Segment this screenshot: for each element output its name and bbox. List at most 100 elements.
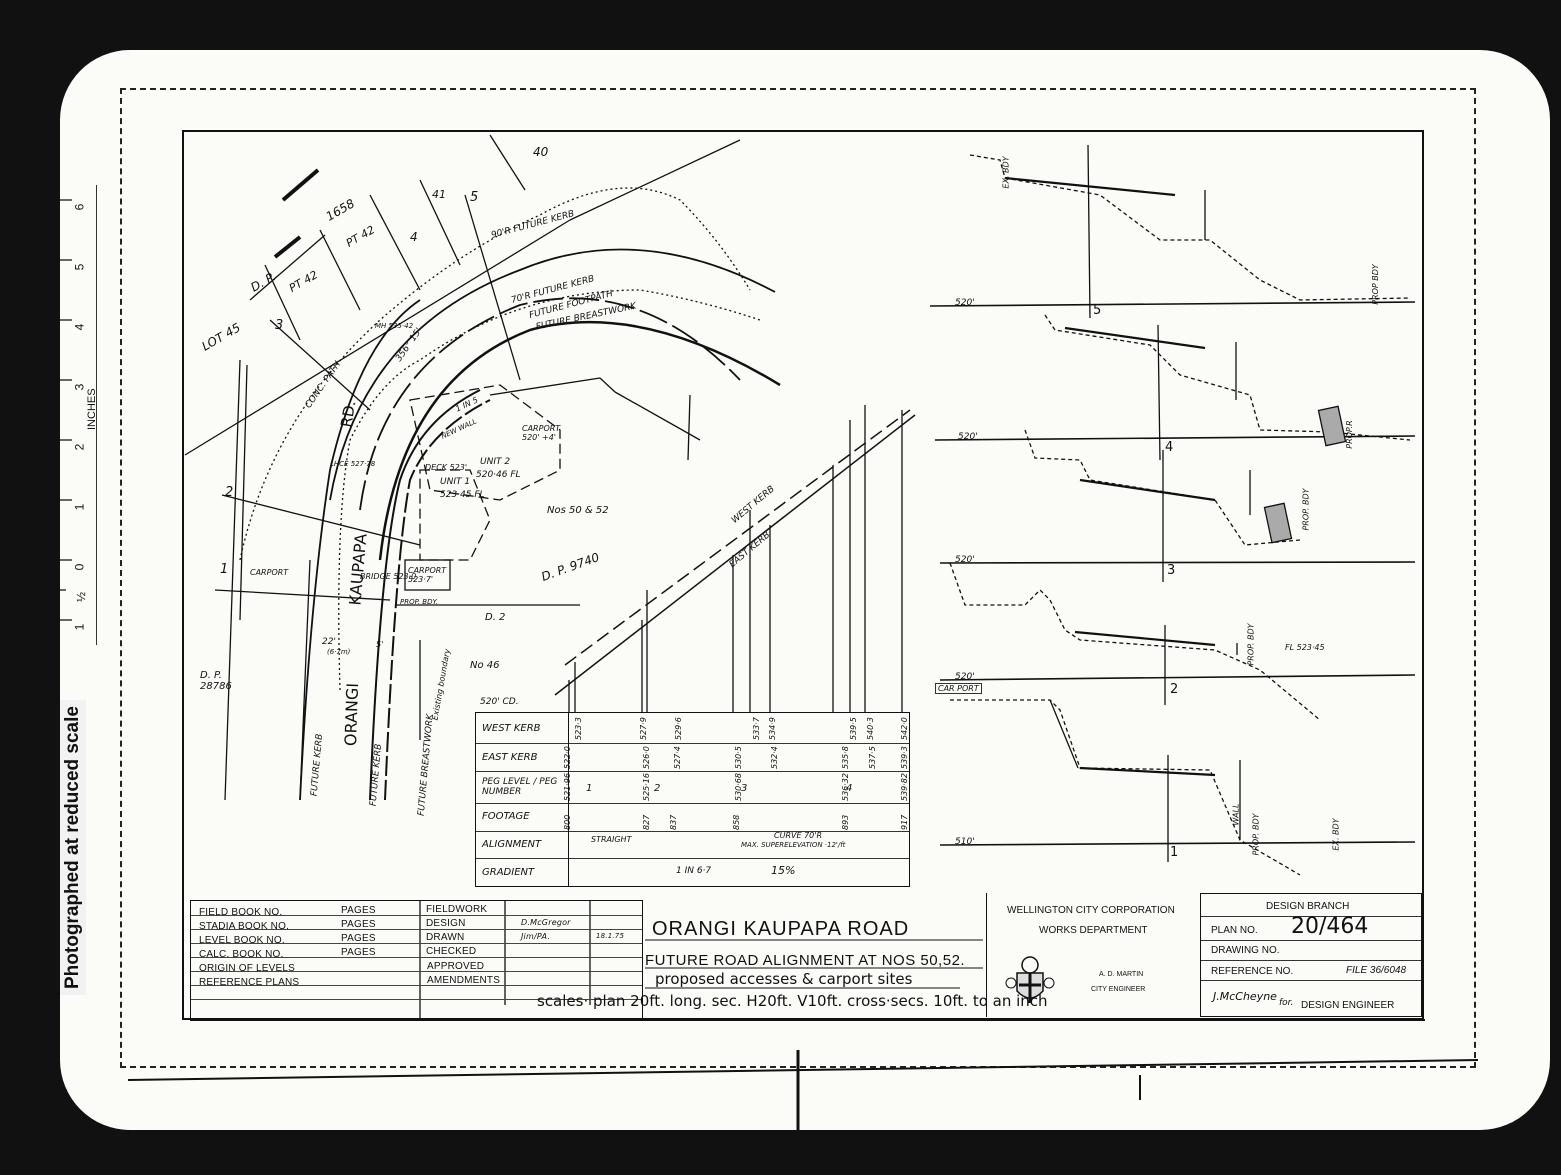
unit-level: 520·46 FL — [476, 470, 521, 480]
long-section-datum: 520' CD. — [480, 697, 519, 707]
east-kerb-value: 539·3 — [900, 746, 909, 769]
long-section-table: WEST KERB EAST KERB PEG LEVEL / PEG NUMB… — [475, 712, 910, 887]
alignment-value: STRAIGHT — [591, 835, 632, 844]
datum-label: 520' — [955, 555, 975, 565]
record-role: DRAWN — [426, 932, 465, 943]
gradient-value: 15% — [771, 864, 796, 877]
record-label: ORIGIN OF LEVELS — [199, 963, 296, 974]
peg-label: 1 — [220, 562, 229, 577]
footage-value: 917 — [900, 814, 909, 830]
west-kerb-value: 527·9 — [639, 717, 648, 740]
record-pages: PAGES — [341, 947, 376, 958]
west-kerb-value: 542·0 — [900, 717, 909, 740]
reference-no-label: REFERENCE NO. — [1211, 966, 1294, 977]
drawing-subtitle: FUTURE ROAD ALIGNMENT AT NOS 50,52. — [645, 952, 966, 969]
record-role: DESIGN — [426, 918, 466, 929]
boundary-label: PROP BDY — [1370, 264, 1380, 305]
dimension-label: (6·7m) — [327, 648, 351, 656]
footage-value: 893 — [841, 814, 850, 830]
unit-label: UNIT 1 — [440, 477, 471, 487]
west-kerb-value: 540·3 — [866, 717, 875, 740]
boundary-label: PROP. BDY — [1246, 623, 1256, 666]
peg-label: 2 — [225, 485, 234, 500]
east-kerb-value: 526·0 — [642, 746, 651, 769]
record-role: CHECKED — [426, 946, 477, 957]
lot-label: 41 — [432, 188, 446, 201]
lot-label: No 46 — [470, 660, 500, 671]
record-role: APPROVED — [427, 961, 485, 972]
reference-no: FILE 36/6048 — [1346, 965, 1407, 976]
record-pages: PAGES — [341, 933, 376, 944]
footage-value: 827 — [642, 814, 651, 830]
peg-level-value: 539·82 — [900, 773, 909, 801]
engineer-title: CITY ENGINEER — [1091, 986, 1146, 993]
unit-label: UNIT 2 — [480, 457, 511, 467]
peg-number: 1 — [586, 783, 593, 794]
cross-section-peg: 5 — [1093, 303, 1102, 318]
dimension-label: 5' — [376, 640, 384, 649]
east-kerb-value: 535·8 — [841, 746, 850, 769]
lamp-label: LHCE 527·78 — [330, 460, 376, 468]
datum-label: 520' — [958, 432, 978, 442]
drawing-frame — [182, 130, 1424, 1020]
boundary-label: PROP. BDY — [1301, 488, 1311, 531]
row-header-west-kerb: WEST KERB — [482, 723, 541, 734]
datum-label: 520' — [955, 672, 975, 682]
corporation-block: WELLINGTON CITY CORPORATION WORKS DEPART… — [986, 893, 1199, 1017]
record-label: LEVEL BOOK NO. — [199, 935, 285, 946]
engineer-name: A. D. MARTIN — [1099, 971, 1144, 978]
carport-label: CARPORT 520' +4' — [522, 424, 561, 442]
carport-label: CAR PORT — [935, 683, 982, 694]
row-header-east-kerb: EAST KERB — [482, 752, 538, 763]
peg-level-value: 525·16 — [642, 773, 651, 801]
east-kerb-value: 532·4 — [770, 746, 779, 769]
cross-section-peg: 4 — [1165, 440, 1174, 455]
datum-label: 510' — [955, 837, 975, 847]
drawing-title: ORANGI KAUPAPA ROAD — [652, 918, 910, 940]
peg-level-value: 521·96 — [563, 773, 572, 801]
footage-value: 837 — [669, 814, 678, 830]
drawing-no-label: DRAWING NO. — [1211, 945, 1280, 956]
peg-number: 4 — [846, 783, 853, 794]
unit-level: 523·45 FL — [440, 490, 485, 500]
lot-label: D. P. 28786 — [200, 670, 232, 692]
department-name: WORKS DEPARTMENT — [1039, 925, 1148, 936]
row-header-footage: FOOTAGE — [482, 811, 530, 822]
design-branch-block: DESIGN BRANCH PLAN NO. 20/464 DRAWING NO… — [1200, 893, 1422, 1017]
footage-value: 800 — [563, 814, 572, 830]
gradient-value: 1 IN 6·7 — [676, 866, 712, 876]
lot-label: Nos 50 & 52 — [547, 505, 609, 516]
record-label: CALC. BOOK NO. — [199, 949, 284, 960]
design-engineer-label: DESIGN ENGINEER — [1301, 1000, 1395, 1011]
carport-label: CARPORT 523·7' — [408, 566, 447, 584]
boundary-label: PROP.R — [1344, 420, 1354, 449]
record-role: AMENDMENTS — [427, 975, 501, 986]
cross-section-peg: 2 — [1170, 682, 1179, 697]
lot-label: 4 — [410, 230, 418, 244]
coat-of-arms-icon — [1005, 956, 1055, 1003]
boundary-label: EX. BDY — [1331, 818, 1341, 851]
plan-no-label: PLAN NO. — [1211, 925, 1258, 936]
peg-number: 2 — [654, 783, 661, 794]
cross-section-peg: 3 — [1167, 563, 1176, 578]
west-kerb-value: 534·9 — [768, 717, 777, 740]
corporation-name: WELLINGTON CITY CORPORATION — [1007, 905, 1175, 916]
record-label: REFERENCE PLANS — [199, 977, 300, 988]
deck-label: DECK 523' — [425, 463, 468, 472]
bridge-label: BRIDGE 523·0 — [360, 572, 417, 581]
record-role: FIELDWORK — [426, 904, 488, 915]
east-kerb-value: 537·5 — [868, 746, 877, 769]
floor-level-label: FL 523·45 — [1285, 643, 1325, 652]
peg-number: 3 — [741, 783, 748, 794]
drawn-by: Jim/PA. — [521, 932, 551, 941]
east-kerb-value: 530·5 — [734, 746, 743, 769]
scales-note: scales· plan 20ft. long. sec. H20ft. V10… — [537, 992, 1048, 1010]
branch-name: DESIGN BRANCH — [1266, 901, 1350, 912]
plan-no: 20/464 — [1291, 914, 1369, 939]
drawn-date: 18.1.75 — [596, 932, 625, 940]
west-kerb-value: 529·6 — [674, 717, 683, 740]
record-pages: PAGES — [341, 919, 376, 930]
record-label: FIELD BOOK NO. — [199, 907, 283, 918]
ruler-ticks — [46, 199, 72, 621]
